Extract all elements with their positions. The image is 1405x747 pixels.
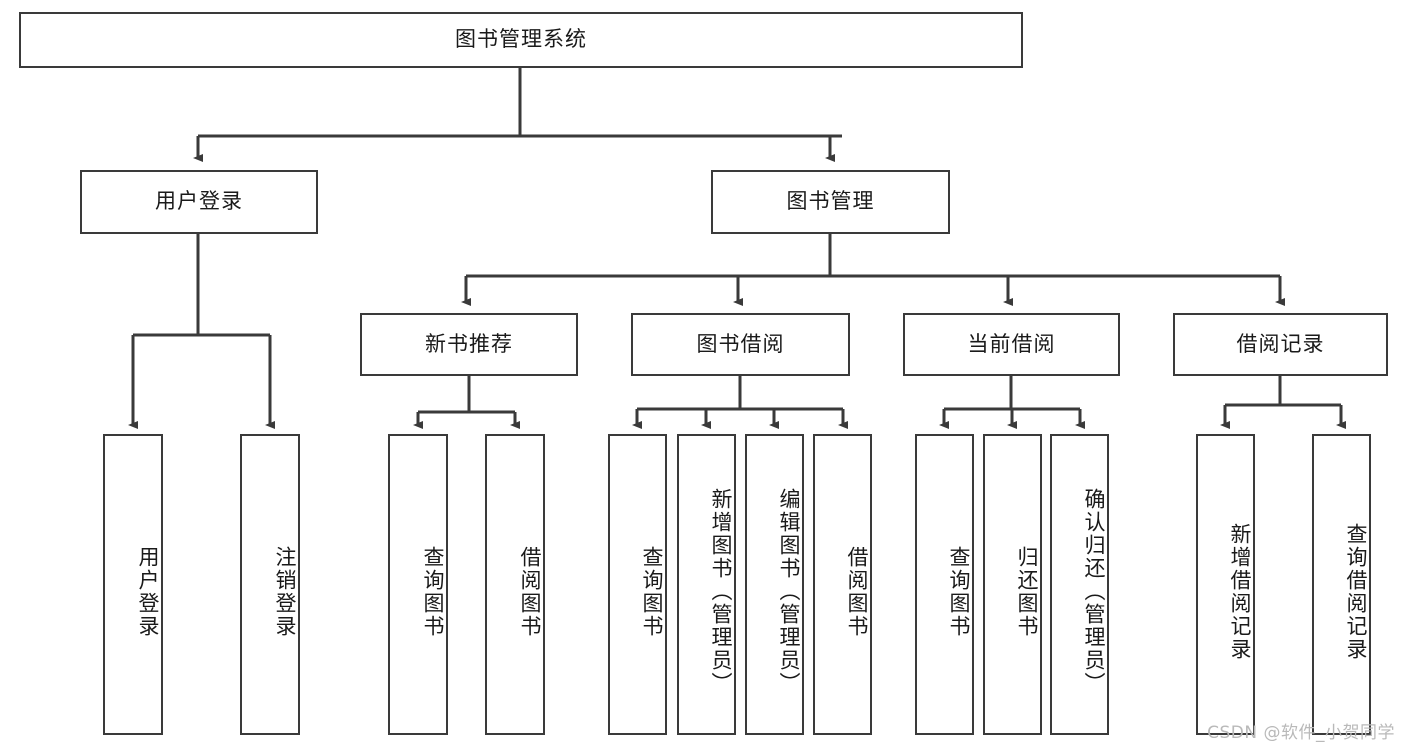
node-borrow-record[interactable]: 借阅记录 <box>1173 313 1388 376</box>
node-current-borrow[interactable]: 当前借阅 <box>903 313 1120 376</box>
node-root[interactable]: 图书管理系统 <box>19 12 1023 68</box>
node-new-book-recommend-label: 新书推荐 <box>425 331 513 356</box>
leaf-borrow-book-1-label: 借阅图书 <box>518 545 542 638</box>
node-root-label: 图书管理系统 <box>455 27 587 52</box>
leaf-query-book-3[interactable]: 查询图书 <box>915 434 974 735</box>
leaf-user-login[interactable]: 用户登录 <box>103 434 163 735</box>
leaf-query-record-label: 查询借阅记录 <box>1344 522 1368 661</box>
node-borrow-record-label: 借阅记录 <box>1236 331 1325 356</box>
node-user-login-label: 用户登录 <box>155 189 243 214</box>
leaf-borrow-book-1[interactable]: 借阅图书 <box>485 434 545 735</box>
leaf-add-record-label: 新增借阅记录 <box>1228 522 1252 661</box>
leaf-confirm-return[interactable]: 确认归还（管理员） <box>1050 434 1109 735</box>
leaf-logout-login-label: 注销登录 <box>273 545 297 638</box>
node-book-manage[interactable]: 图书管理 <box>711 170 950 234</box>
leaf-borrow-book-2-label: 借阅图书 <box>845 545 869 638</box>
node-book-borrow-label: 图书借阅 <box>696 331 785 356</box>
watermark-text: CSDN @软件_小贺同学 <box>1207 723 1395 743</box>
leaf-edit-book[interactable]: 编辑图书（管理员） <box>745 434 804 735</box>
leaf-add-record[interactable]: 新增借阅记录 <box>1196 434 1255 735</box>
leaf-user-login-label: 用户登录 <box>136 545 160 638</box>
leaf-query-book-1[interactable]: 查询图书 <box>388 434 448 735</box>
leaf-borrow-book-2[interactable]: 借阅图书 <box>813 434 872 735</box>
leaf-logout-login[interactable]: 注销登录 <box>240 434 300 735</box>
leaf-confirm-return-label: 确认归还（管理员） <box>1082 488 1106 695</box>
leaf-return-book-label: 归还图书 <box>1015 545 1039 638</box>
leaf-query-book-1-label: 查询图书 <box>421 545 445 638</box>
node-new-book-recommend[interactable]: 新书推荐 <box>360 313 578 376</box>
node-book-manage-label: 图书管理 <box>786 189 875 214</box>
node-book-borrow[interactable]: 图书借阅 <box>631 313 850 376</box>
node-current-borrow-label: 当前借阅 <box>967 331 1056 356</box>
leaf-add-book[interactable]: 新增图书（管理员） <box>677 434 736 735</box>
leaf-query-book-3-label: 查询图书 <box>947 545 971 638</box>
leaf-add-book-label: 新增图书（管理员） <box>709 488 733 695</box>
leaf-edit-book-label: 编辑图书（管理员） <box>777 488 801 695</box>
leaf-return-book[interactable]: 归还图书 <box>983 434 1042 735</box>
leaf-query-record[interactable]: 查询借阅记录 <box>1312 434 1371 735</box>
node-user-login[interactable]: 用户登录 <box>80 170 318 234</box>
leaf-query-book-2[interactable]: 查询图书 <box>608 434 667 735</box>
leaf-query-book-2-label: 查询图书 <box>640 545 664 638</box>
